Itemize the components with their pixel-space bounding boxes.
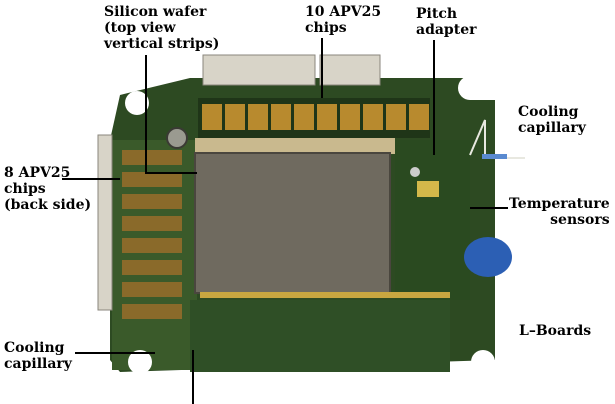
label-temp-sensors: Temperature sensors: [509, 196, 610, 228]
cooling-fitting: [166, 127, 188, 149]
bottom-l-board: [190, 300, 450, 372]
pitch-adapter-strip: [195, 138, 395, 154]
pointer-bottom-vertical: [192, 350, 194, 404]
pointer-cooling-bottom: [75, 352, 155, 354]
label-cooling-bottom: Cooling capillary: [4, 340, 72, 372]
pointer-temp-sensors: [470, 207, 508, 209]
blue-capacitor: [464, 237, 512, 277]
right-board-section: [395, 140, 470, 300]
label-apv-top: 10 APV25 chips: [305, 4, 382, 36]
apv-chips-top: [198, 98, 430, 138]
pointer-silicon-wafer: [145, 55, 147, 173]
label-apv-back: 8 APV25 chips (back side): [4, 165, 92, 213]
label-silicon-wafer: Silicon wafer (top view vertical strips): [104, 4, 220, 52]
label-cooling-top: Cooling capillary: [518, 104, 586, 136]
pointer-pitch-adapter: [433, 40, 435, 155]
top-connector-left: [202, 54, 316, 86]
top-connector-right: [319, 54, 381, 86]
apv-chips-back: [122, 150, 182, 319]
silicon-wafer: [195, 153, 390, 293]
label-l-boards: L–Boards: [519, 323, 592, 339]
label-pitch-adapter: Pitch adapter: [416, 6, 477, 38]
left-connector: [97, 134, 113, 311]
bottom-gold-strip: [200, 292, 450, 298]
pointer-silicon-wafer-h: [145, 172, 197, 174]
pointer-apv-top: [321, 38, 323, 98]
pointer-apv-back: [62, 178, 120, 180]
